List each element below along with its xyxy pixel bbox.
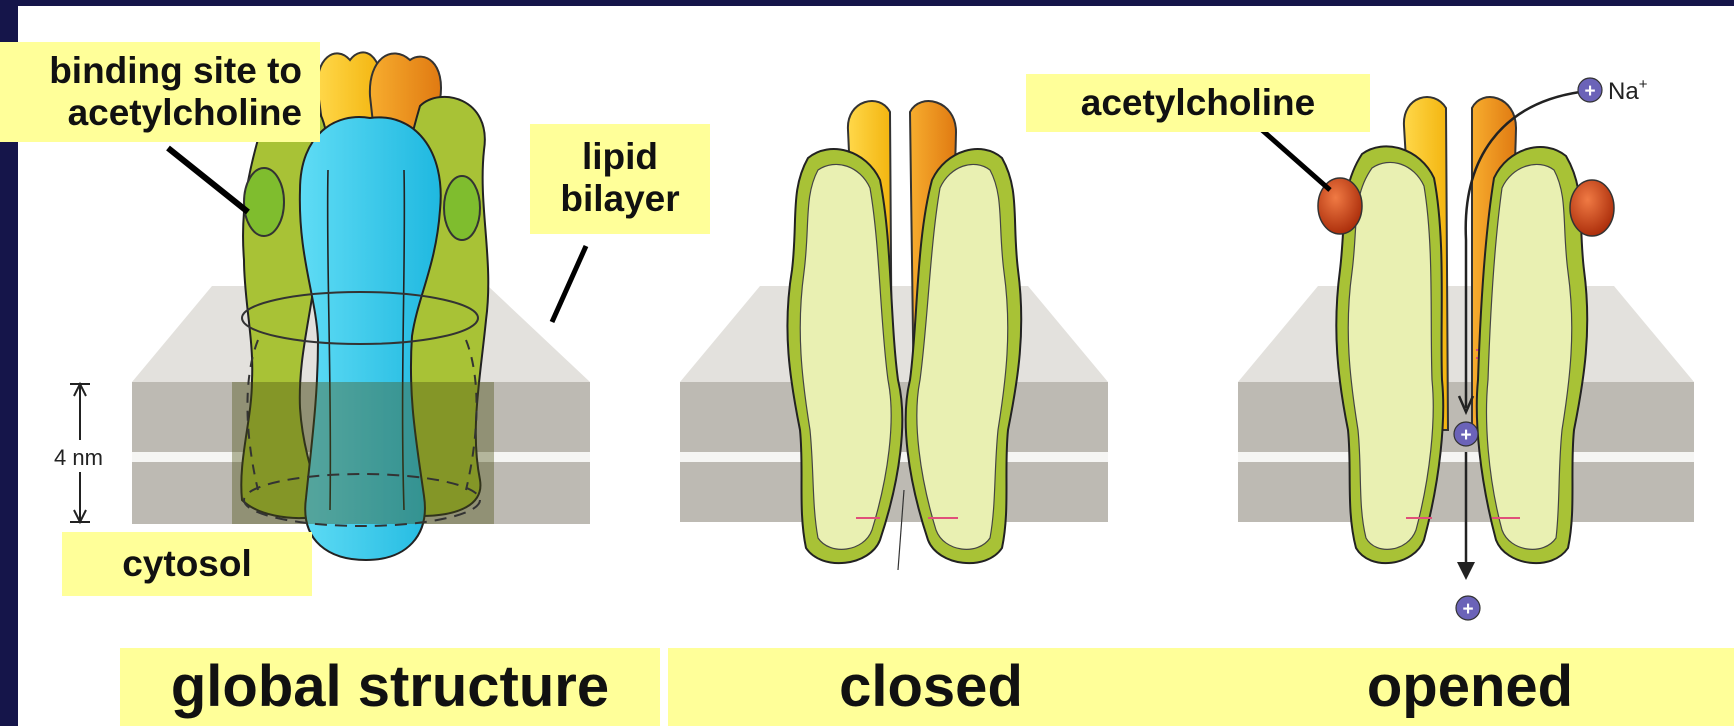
label-acetylcholine: acetylcholine bbox=[1026, 74, 1370, 132]
label-lipid-line2: bilayer bbox=[530, 178, 710, 220]
ion-charge-symbol: + bbox=[1462, 599, 1473, 620]
ion-charge-symbol: + bbox=[1584, 81, 1595, 102]
label-lipid-bilayer: lipid bilayer bbox=[530, 124, 710, 234]
label-binding-site: binding site to acetylcholine bbox=[0, 42, 320, 142]
membrane-overlay bbox=[232, 382, 494, 524]
caption-opened: opened bbox=[1220, 648, 1720, 726]
caption-global-structure: global structure bbox=[120, 648, 660, 726]
acetylcholine-molecule-right bbox=[1570, 180, 1614, 236]
label-lipid-line1: lipid bbox=[530, 136, 710, 178]
label-cytosol: cytosol bbox=[62, 532, 312, 596]
label-binding-site-line2: acetylcholine bbox=[0, 92, 302, 134]
label-binding-site-line1: binding site to bbox=[0, 50, 302, 92]
scale-bar-label: 4 nm bbox=[54, 445, 103, 470]
ach-binding-pocket-left bbox=[244, 168, 284, 236]
ion-charge-symbol: + bbox=[1460, 425, 1471, 446]
ach-binding-pocket-right bbox=[444, 176, 480, 240]
